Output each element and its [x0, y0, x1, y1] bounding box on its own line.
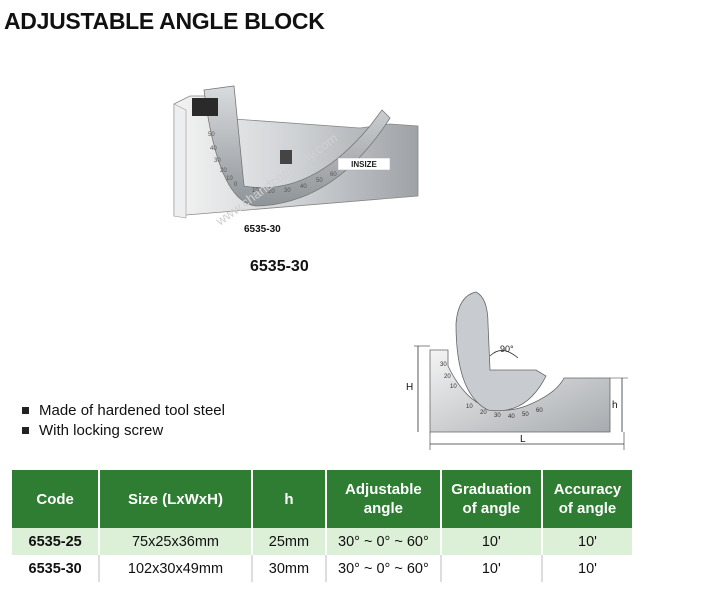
slot-height-label: h	[612, 400, 618, 411]
height-label: H	[406, 382, 413, 393]
bullet-icon	[22, 406, 29, 414]
diagram-scale-left: 20	[444, 374, 451, 380]
table-row: 6535-30 102x30x49mm 30mm 30° ~ 0° ~ 60° …	[12, 555, 632, 582]
diagram-scale-left: 10	[450, 384, 457, 390]
photo-code-label: 6535-30	[244, 224, 281, 235]
table-row: 6535-25 75x25x36mm 25mm 30° ~ 0° ~ 60° 1…	[12, 528, 632, 555]
brand-logo: INSIZE	[351, 160, 377, 169]
svg-text:60: 60	[330, 172, 337, 178]
angle-label: 90°	[500, 344, 514, 354]
bullet-icon	[22, 426, 29, 434]
svg-text:10: 10	[252, 188, 259, 194]
cell-graduation: 10'	[440, 555, 543, 582]
svg-text:10: 10	[226, 176, 233, 182]
diagram-scale-bottom: 60	[536, 408, 543, 414]
header-code: Code	[12, 470, 101, 528]
diagram-scale-left: 30	[440, 362, 447, 368]
cell-accuracy: 10'	[541, 528, 632, 555]
cell-graduation: 10'	[440, 528, 543, 555]
header-h: h	[251, 470, 328, 528]
cell-code: 6535-30	[12, 555, 101, 582]
feature-text: Made of hardened tool steel	[39, 401, 225, 419]
technical-diagram: 90° 30 20 10 10 20 30 40 50 60 H h L	[406, 291, 628, 450]
diagram-scale-bottom: 30	[494, 413, 501, 419]
diagram-scale-bottom: 10	[466, 404, 473, 410]
svg-text:30: 30	[284, 188, 291, 194]
cell-size: 102x30x49mm	[99, 555, 253, 582]
cell-h: 25mm	[251, 528, 328, 555]
svg-text:50: 50	[316, 178, 323, 184]
cell-adjustable-angle: 30° ~ 0° ~ 60°	[326, 555, 442, 582]
feature-item: With locking screw	[22, 420, 225, 440]
svg-text:30: 30	[214, 158, 221, 164]
length-label: L	[520, 434, 526, 445]
diagram-scale-bottom: 50	[522, 412, 529, 418]
cell-size: 75x25x36mm	[99, 528, 253, 555]
feature-item: Made of hardened tool steel	[22, 400, 225, 420]
svg-text:40: 40	[210, 146, 217, 152]
svg-text:20: 20	[268, 189, 275, 195]
svg-text:20: 20	[220, 168, 227, 174]
cell-h: 30mm	[251, 555, 328, 582]
page-title: ADJUSTABLE ANGLE BLOCK	[4, 8, 325, 34]
feature-text: With locking screw	[39, 421, 164, 439]
diagram-scale-bottom: 20	[480, 410, 487, 416]
cell-adjustable-angle: 30° ~ 0° ~ 60°	[326, 528, 442, 555]
feature-list: Made of hardened tool steel With locking…	[22, 400, 225, 440]
diagram-scale-bottom: 40	[508, 414, 515, 420]
svg-text:40: 40	[300, 184, 307, 190]
cell-code: 6535-25	[12, 528, 101, 555]
cell-accuracy: 10'	[541, 555, 632, 582]
svg-text:50: 50	[208, 132, 215, 138]
svg-text:0: 0	[234, 182, 238, 188]
photo-caption: 6535-30	[250, 258, 309, 275]
header-size: Size (LxWxH)	[99, 470, 253, 528]
